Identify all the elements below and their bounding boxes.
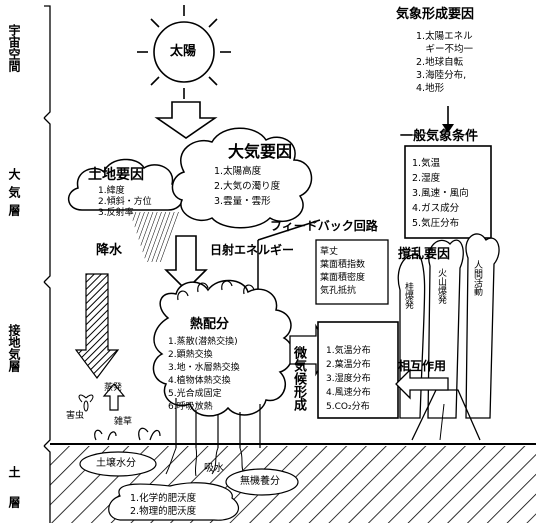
distribution-item: 4.風速分布 <box>326 386 371 400</box>
weed-label: 雑草 <box>114 418 132 427</box>
climate-factor-item: 4.地形 <box>416 82 473 95</box>
layer-label-surface: 接地気層 <box>8 324 20 372</box>
general-condition-item: 4.ガス成分 <box>412 201 469 216</box>
land-factors-list: 1.緯度 2.傾斜・方位 3.反射率 <box>98 186 152 219</box>
air-factor-item: 3.雲量・雲形 <box>214 194 280 209</box>
distribution-item: 5.CO₂分布 <box>326 400 371 414</box>
evaporation-label: 蒸発 <box>104 384 122 393</box>
air-factors-title: 大気要因 <box>228 144 292 160</box>
air-factor-item: 1.太陽高度 <box>214 164 280 179</box>
heat-item: 5.光合成固定 <box>168 388 240 401</box>
rain-streaks <box>130 212 182 262</box>
soil-fertility-list: 1.化学的肥沃度 2.物理的肥沃度 <box>130 492 196 518</box>
climate-factor-item: 3.海陸分布, <box>416 69 473 82</box>
plant-param-item: 葉面積指数 <box>320 259 365 272</box>
climate-factor-item: ギー不均一 <box>416 43 473 56</box>
soil-fertility-item: 2.物理的肥沃度 <box>130 505 196 518</box>
plant-param-item: 気孔抵抗 <box>320 285 365 298</box>
human-activity-label: 人間活動 <box>472 260 481 296</box>
general-conditions-list: 1.気温 2.湿度 3.風速・風向 4.ガス成分 5.気圧分布 <box>412 156 469 231</box>
solar-energy-label: 日射エネルギー <box>210 244 294 256</box>
heat-item: 4.植物体熱交換 <box>168 375 240 388</box>
feedback-label: フィードバック回路 <box>270 220 378 232</box>
volcano1-label: 桂爆発 <box>403 282 412 309</box>
inorganic-nutrients-label: 無機養分 <box>240 477 280 487</box>
sun-label: 太陽 <box>170 45 196 58</box>
sun-arrow <box>157 102 215 138</box>
micro-climate-label: 微気候形成 <box>292 346 305 411</box>
heat-item: 6.呼吸放熱 <box>168 401 240 414</box>
disturbance-title: 撹乱要因 <box>398 248 450 261</box>
general-condition-item: 3.風速・風向 <box>412 186 469 201</box>
layer-braces <box>44 6 50 523</box>
air-factors-list: 1.太陽高度 2.大気の濁り度 3.雲量・雲形 <box>214 164 280 209</box>
general-condition-item: 1.気温 <box>412 156 469 171</box>
smoke-column-1 <box>398 255 424 418</box>
layer-label-atmosphere: 大気層 <box>8 168 20 222</box>
heat-distribution-list: 1.蒸散(潜熱交換) 2.顕熱交換 3.地・水層熱交換 4.植物体熱交換 5.光… <box>168 336 240 414</box>
plant-params-list: 草丈 葉面積指数 葉面積密度 気孔抵抗 <box>320 246 365 298</box>
heat-item: 3.地・水層熱交換 <box>168 362 240 375</box>
climate-factors-title: 気象形成要因 <box>396 8 474 21</box>
distributions-list: 1.気温分布 2.葉温分布 3.湿度分布 4.風速分布 5.CO₂分布 <box>326 344 371 414</box>
land-factor-item: 2.傾斜・方位 <box>98 197 152 208</box>
soil-moisture-label: 土壌水分 <box>96 459 136 469</box>
land-factor-item: 1.緯度 <box>98 186 152 197</box>
land-factor-item: 3.反射率 <box>98 208 152 219</box>
distribution-item: 3.湿度分布 <box>326 372 371 386</box>
solar-energy-arrow <box>166 236 206 290</box>
interaction-label: 相互作用 <box>398 360 446 372</box>
air-factor-item: 2.大気の濁り度 <box>214 179 280 194</box>
land-factors-title: 土地要因 <box>88 168 144 182</box>
precipitation-arrow <box>76 274 118 378</box>
general-conditions-title: 一般気象条件 <box>400 130 478 143</box>
distribution-item: 1.気温分布 <box>326 344 371 358</box>
heat-item: 2.顕熱交換 <box>168 349 240 362</box>
climate-factor-item: 2.地球自転 <box>416 56 473 69</box>
heat-distribution-title: 熱配分 <box>190 318 229 331</box>
smoke-column-3 <box>466 234 499 418</box>
soil-fertility-item: 1.化学的肥沃度 <box>130 492 196 505</box>
pest-label: 害虫 <box>66 412 84 421</box>
climate-factor-item: 1.太陽エネル <box>416 30 473 43</box>
volcano2-label: 火山爆発 <box>436 268 445 304</box>
general-condition-item: 5.気圧分布 <box>412 216 469 231</box>
layer-label-soil: 土層 <box>8 466 20 523</box>
heat-item: 1.蒸散(潜熱交換) <box>168 336 240 349</box>
water-absorption-label: 吸水 <box>204 464 224 474</box>
general-condition-item: 2.湿度 <box>412 171 469 186</box>
pest-insects <box>79 395 93 411</box>
layer-label-space: 宇宙空間 <box>8 24 20 72</box>
climate-factors-list: 1.太陽エネル ギー不均一 2.地球自転 3.海陸分布, 4.地形 <box>416 30 473 95</box>
precipitation-label: 降水 <box>96 244 122 257</box>
distribution-item: 2.葉温分布 <box>326 358 371 372</box>
plant-param-item: 葉面積密度 <box>320 272 365 285</box>
plant-param-item: 草丈 <box>320 246 365 259</box>
